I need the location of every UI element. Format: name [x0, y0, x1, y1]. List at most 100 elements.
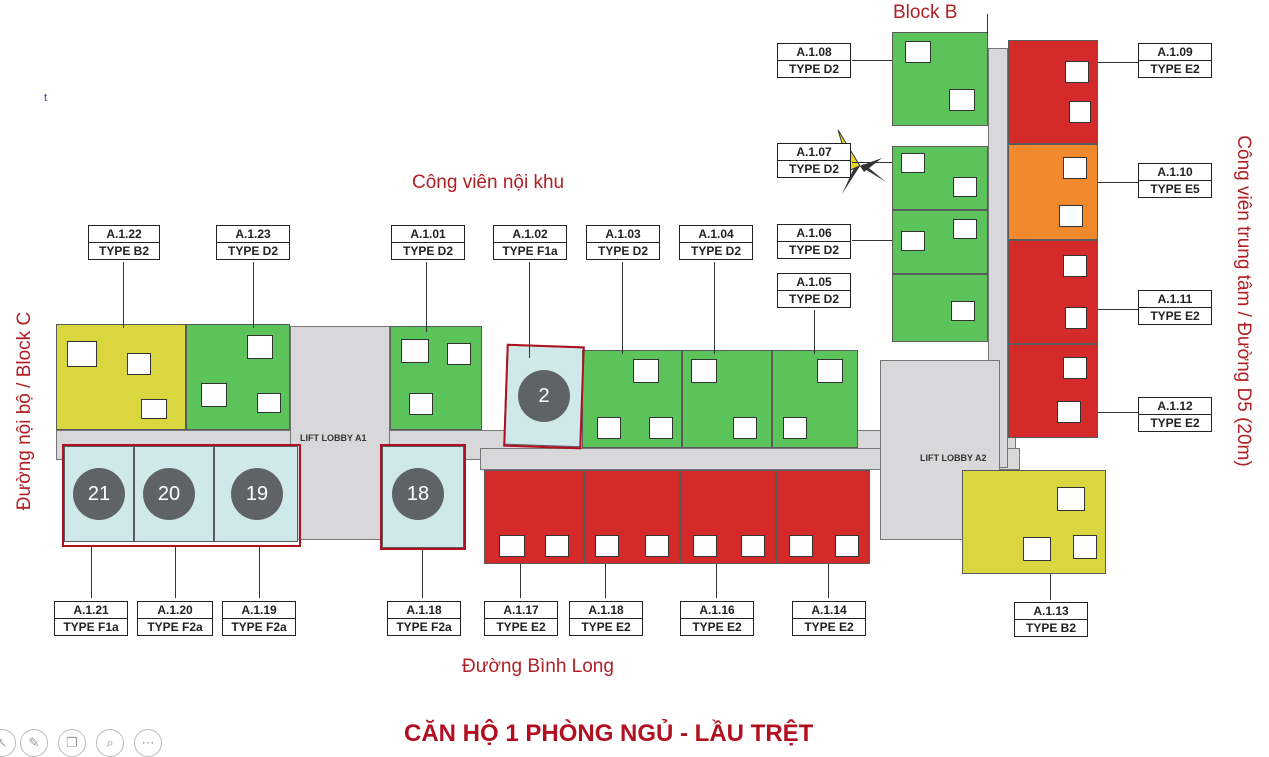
- unit-a-1-05[interactable]: [772, 350, 858, 448]
- lift-lobby-a1-label: LIFT LOBBY A1: [300, 433, 367, 443]
- lift-lobby-a2-label: LIFT LOBBY A2: [920, 453, 987, 463]
- leader-line: [716, 564, 717, 598]
- leader-line: [1098, 309, 1138, 310]
- more-icon[interactable]: ⋯: [134, 729, 162, 757]
- leader-line: [852, 162, 892, 163]
- room: [201, 383, 227, 407]
- room: [951, 301, 975, 321]
- unit-a-1-14[interactable]: [776, 470, 870, 564]
- badge-20: 20: [143, 468, 195, 520]
- leader-line: [852, 60, 892, 61]
- unit-a-1-11[interactable]: [1008, 240, 1098, 344]
- unit-a-1-18-e2[interactable]: [584, 470, 680, 564]
- highlight-box-18: [380, 444, 466, 550]
- leader-line: [1098, 412, 1138, 413]
- leader-line: [987, 14, 988, 34]
- leader-line: [1098, 62, 1138, 63]
- unit-a-1-16[interactable]: [680, 470, 776, 564]
- room: [499, 535, 525, 557]
- leader-line: [1098, 182, 1138, 183]
- unit-a-1-23[interactable]: [186, 324, 290, 430]
- room: [1069, 101, 1091, 123]
- room: [901, 231, 925, 251]
- unit-a-1-06[interactable]: [892, 210, 988, 274]
- unit-a-1-19[interactable]: [214, 446, 298, 542]
- room: [649, 417, 673, 439]
- room: [733, 417, 757, 439]
- leader-line: [529, 262, 530, 358]
- zoom-icon[interactable]: ⌕: [96, 729, 124, 757]
- highlight-box-19-21: [62, 444, 301, 547]
- room: [67, 341, 97, 367]
- leader-line: [520, 564, 521, 598]
- leader-line: [622, 262, 623, 354]
- park-central-label: Công viên trung tâm / Đường D5 (20m): [1233, 135, 1254, 467]
- lift-core-a1: [290, 326, 390, 540]
- room: [1063, 157, 1087, 179]
- unit-a-1-17[interactable]: [484, 470, 584, 564]
- unit-a-1-13[interactable]: [962, 470, 1106, 574]
- unit-a-1-09[interactable]: [1008, 40, 1098, 144]
- leader-line: [422, 550, 423, 598]
- room: [1059, 205, 1083, 227]
- pointer-icon[interactable]: ↖: [0, 729, 16, 757]
- unit-a-1-01[interactable]: [390, 326, 482, 430]
- room: [1063, 255, 1087, 277]
- leader-line: [1050, 574, 1051, 600]
- unit-a-1-12[interactable]: [1008, 344, 1098, 438]
- room: [693, 535, 717, 557]
- room: [545, 535, 569, 557]
- pen-icon[interactable]: ✎: [20, 729, 48, 757]
- leader-line: [828, 564, 829, 598]
- room: [783, 417, 807, 439]
- room: [1057, 401, 1081, 423]
- unit-a-1-08[interactable]: [892, 32, 988, 126]
- room: [597, 417, 621, 439]
- room: [1023, 537, 1051, 561]
- block-b-label: Block B: [893, 2, 958, 23]
- unit-a-1-04[interactable]: [682, 350, 772, 448]
- leader-line: [91, 546, 92, 598]
- room: [741, 535, 765, 557]
- unit-block-b-green-lower[interactable]: [892, 274, 988, 342]
- unit-a-1-10[interactable]: [1008, 144, 1098, 240]
- room: [691, 359, 717, 383]
- room: [1073, 535, 1097, 559]
- leader-line: [814, 310, 815, 354]
- room: [645, 535, 669, 557]
- room: [953, 219, 977, 239]
- unit-a-1-07[interactable]: [892, 146, 988, 210]
- leader-line: [175, 546, 176, 598]
- badge-18: 18: [392, 468, 444, 520]
- room: [905, 41, 931, 63]
- room: [817, 359, 843, 383]
- room: [247, 335, 273, 359]
- room: [401, 339, 429, 363]
- room: [1065, 61, 1089, 83]
- unit-a-1-03[interactable]: [582, 350, 682, 448]
- copy-icon[interactable]: ❐: [58, 729, 86, 757]
- stray-mark: t: [44, 92, 48, 104]
- room: [835, 535, 859, 557]
- road-internal-label: Đường nội bộ / Block C: [14, 311, 35, 511]
- unit-a-1-22[interactable]: [56, 324, 186, 430]
- road-binh-long-label: Đường Bình Long: [462, 656, 614, 677]
